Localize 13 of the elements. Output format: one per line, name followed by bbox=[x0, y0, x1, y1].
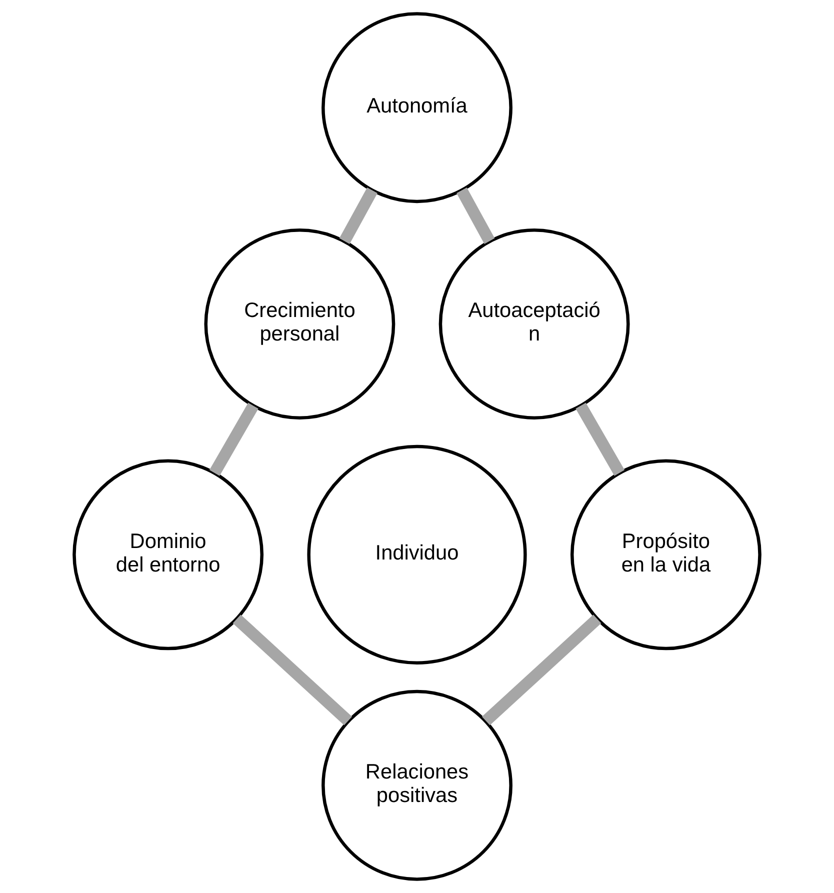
connector bbox=[209, 402, 258, 476]
node-circle: Individuo bbox=[307, 444, 527, 664]
node-circle: Relaciones positivas bbox=[322, 690, 512, 881]
node-circle: Crecimiento personal bbox=[204, 228, 396, 420]
connector bbox=[456, 188, 495, 244]
connector bbox=[482, 614, 602, 726]
connector bbox=[576, 402, 625, 476]
node-circle: Autoaceptació n bbox=[438, 228, 630, 420]
node-circle: Propósito en la vida bbox=[570, 459, 762, 650]
connector bbox=[339, 188, 378, 244]
node-circle: Autonomía bbox=[322, 12, 512, 204]
connector bbox=[232, 614, 352, 726]
node-circle: Dominio del entorno bbox=[72, 459, 264, 650]
